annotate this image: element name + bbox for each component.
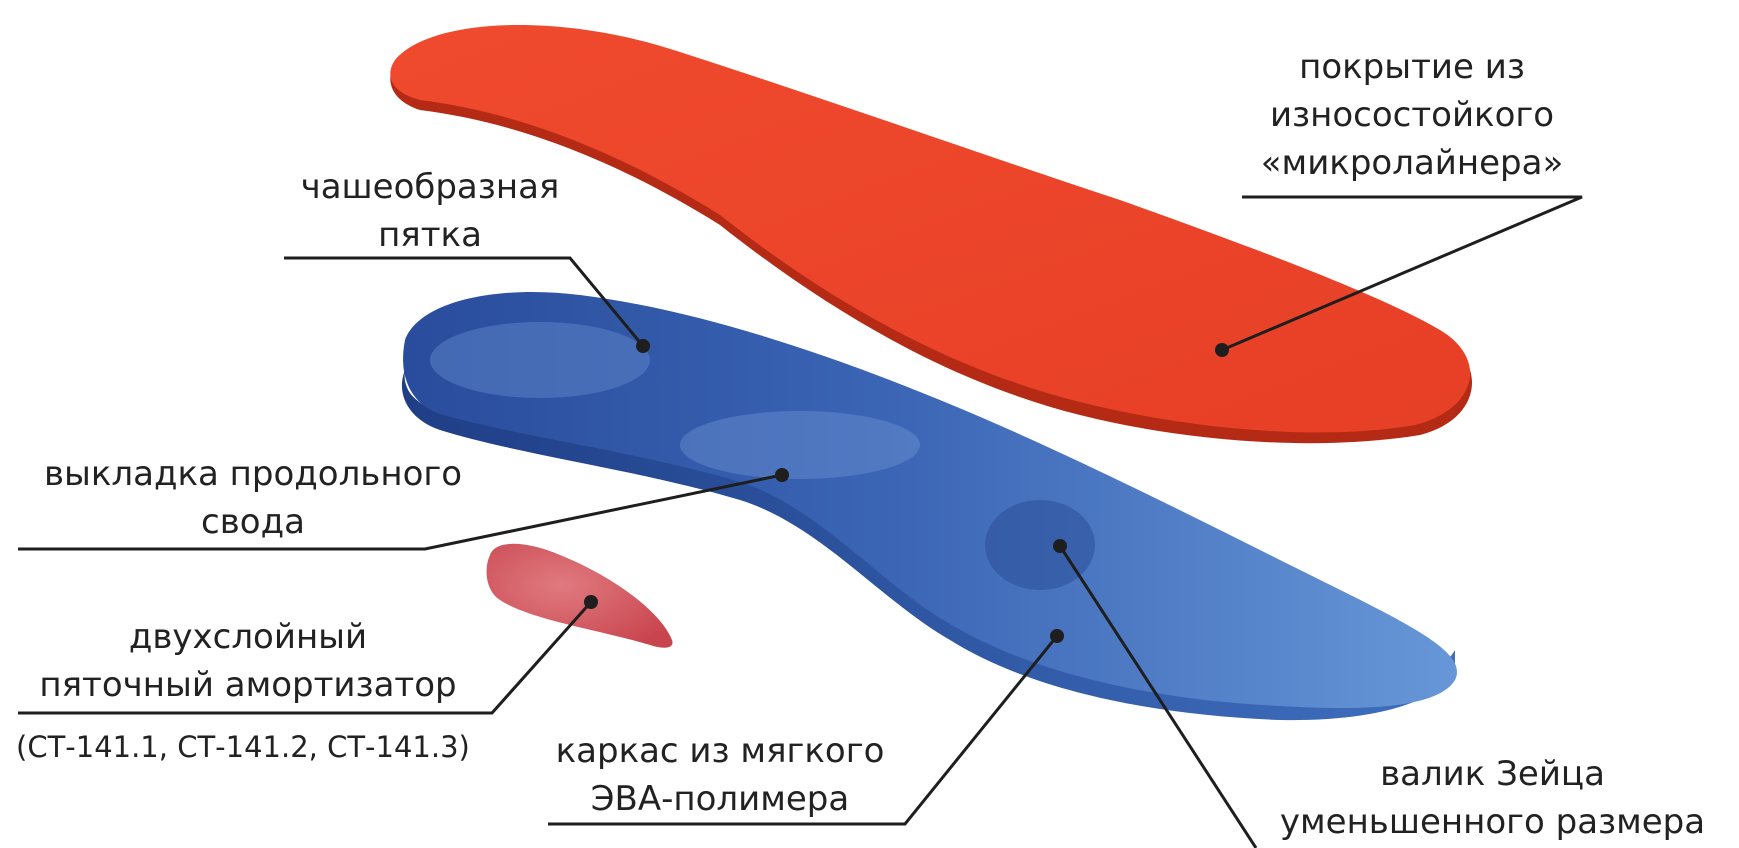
label-heel-cup-line1: чашеобразная bbox=[270, 163, 590, 211]
label-heel-pad: двухслойный пяточный амортизатор bbox=[8, 613, 488, 709]
label-arch-line1: выкладка продольного bbox=[8, 450, 498, 498]
dot-frame bbox=[1050, 629, 1064, 643]
dot-cover bbox=[1215, 343, 1229, 357]
label-frame-line1: каркас из мягкого bbox=[530, 727, 910, 775]
label-roll-line1: валик Зейца bbox=[1250, 750, 1735, 798]
label-roll: валик Зейца уменьшенного размера bbox=[1250, 750, 1735, 846]
label-arch-line2: свода bbox=[8, 498, 498, 546]
label-heel-cup: чашеобразная пятка bbox=[270, 163, 590, 259]
label-heel-cup-line2: пятка bbox=[270, 211, 590, 259]
heel-pad-part bbox=[487, 544, 673, 648]
heel-cup-hollow bbox=[430, 322, 650, 398]
label-heel-pad-line2: пяточный амортизатор bbox=[8, 661, 488, 709]
label-frame-line2: ЭВА-полимера bbox=[530, 775, 910, 823]
label-arch: выкладка продольного свода bbox=[8, 450, 498, 546]
label-frame: каркас из мягкого ЭВА-полимера bbox=[530, 727, 910, 823]
dot-heel-pad bbox=[584, 595, 598, 609]
label-cover-line1: покрытие из bbox=[1232, 43, 1592, 91]
dot-roll bbox=[1053, 539, 1067, 553]
label-models: (СТ-141.1, СТ-141.2, СТ-141.3) bbox=[16, 727, 470, 767]
label-heel-pad-line1: двухслойный bbox=[8, 613, 488, 661]
label-cover-line3: «микролайнера» bbox=[1232, 139, 1592, 187]
arch-highlight bbox=[680, 411, 920, 479]
label-roll-line2: уменьшенного размера bbox=[1250, 798, 1735, 846]
label-cover: покрытие из износостойкого «микролайнера… bbox=[1232, 43, 1592, 187]
label-cover-line2: износостойкого bbox=[1232, 91, 1592, 139]
heel-pad-shape bbox=[487, 544, 673, 648]
dot-heel-cup bbox=[636, 339, 650, 353]
dot-arch bbox=[775, 468, 789, 482]
